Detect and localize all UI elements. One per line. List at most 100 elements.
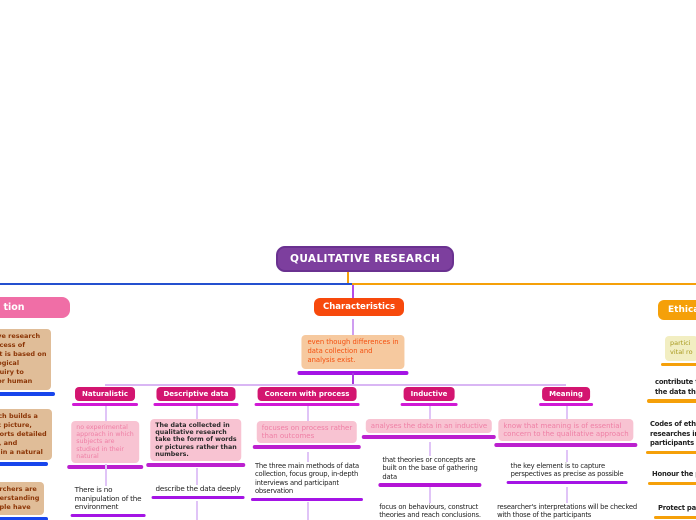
underline: [494, 443, 638, 447]
definition-note-3-text[interactable]: archers are derstanding ople have: [0, 482, 45, 516]
underline: [70, 513, 146, 518]
connector: [566, 450, 568, 462]
underline: [297, 370, 409, 375]
descriptive-detail: describe the data deeply: [151, 484, 245, 500]
connector: [307, 452, 309, 462]
inductive-detail-text[interactable]: that theories or concepts are built on t…: [382, 456, 478, 481]
ethical-item-4: Protect part: [654, 504, 696, 520]
meaning-extra-text[interactable]: researcher's interpretations will be che…: [497, 503, 637, 520]
connector: [196, 501, 198, 520]
topic-meaning: Meaning: [539, 387, 593, 406]
connector-characteristics-stub: [352, 285, 354, 298]
naturalistic-detail: There is no manipulation of the environm…: [70, 485, 146, 518]
connector-tree: [105, 384, 566, 386]
process-note-text[interactable]: focuses on process rather than outcomes: [256, 421, 358, 444]
connector: [352, 373, 354, 384]
descriptive-detail-text[interactable]: describe the data deeply: [155, 484, 241, 493]
underline: [506, 480, 628, 485]
connector: [105, 464, 107, 486]
meaning-detail-text[interactable]: the key element is to capture perspectiv…: [510, 462, 624, 479]
connector: [566, 487, 568, 503]
branch-characteristics[interactable]: Characteristics: [314, 298, 405, 316]
underline: [400, 403, 458, 406]
underline: [254, 403, 360, 406]
definition-note-2: rch builds a ic picture, ports detailed …: [0, 409, 52, 467]
topic-inductive: Inductive: [400, 387, 458, 406]
ethical-item-3: Honour the p: [648, 470, 696, 486]
descriptive-note: The data collected in qualitative resear…: [146, 419, 246, 467]
topic-naturalistic-label[interactable]: Naturalistic: [75, 387, 135, 401]
connector-main-blue: [0, 283, 352, 285]
connector: [429, 487, 431, 503]
ethical-item-4-text[interactable]: Protect part: [658, 504, 696, 512]
naturalistic-note: no experimental approach in which subjec…: [67, 421, 143, 469]
connector-main-orange: [352, 283, 696, 285]
ethical-item-2-text[interactable]: Codes of ethi researches in participants: [650, 420, 696, 448]
underline: [0, 391, 56, 396]
definition-note-2-text[interactable]: rch builds a ic picture, ports detailed …: [0, 409, 52, 461]
underline: [250, 497, 364, 502]
process-detail: The three main methods of data collectio…: [250, 462, 364, 502]
underline: [654, 515, 696, 520]
naturalistic-detail-text[interactable]: There is no manipulation of the environm…: [74, 485, 142, 512]
topic-concern-with-process: Concern with process: [254, 387, 360, 406]
underline: [539, 403, 593, 406]
underline: [153, 403, 239, 406]
meaning-note: know that meaning is of essential concer…: [494, 419, 638, 447]
underline: [647, 399, 696, 403]
characteristics-note: even though differences in data collecti…: [297, 335, 409, 375]
underline: [146, 463, 246, 467]
connector: [105, 406, 107, 421]
meaning-extra: researcher's interpretations will be che…: [497, 503, 637, 520]
topic-meaning-label[interactable]: Meaning: [542, 387, 590, 401]
underline: [661, 362, 696, 367]
root-topic[interactable]: QUALITATIVE RESEARCH: [276, 246, 455, 272]
connector: [566, 406, 568, 419]
connector: [352, 319, 354, 336]
characteristics-note-text[interactable]: even though differences in data collecti…: [301, 335, 405, 369]
connector: [429, 442, 431, 456]
inductive-extra: focus on behaviours, construct theories …: [379, 503, 481, 520]
connector: [429, 406, 431, 419]
descriptive-note-text[interactable]: The data collected in qualitative resear…: [150, 419, 242, 462]
underline: [151, 495, 245, 500]
process-note: focuses on process rather than outcomes: [252, 421, 362, 449]
connector: [307, 406, 309, 421]
definition-note-3: archers are derstanding ople have: [0, 482, 49, 520]
topic-naturalistic: Naturalistic: [72, 387, 138, 406]
ethical-item-1: contribute to the data the: [647, 378, 696, 403]
connector-root-stub: [347, 272, 349, 283]
branch-definition[interactable]: tion: [0, 297, 70, 318]
branch-ethical[interactable]: Ethical c: [658, 300, 696, 320]
underline: [0, 517, 49, 520]
connector: [307, 502, 309, 520]
underline: [0, 462, 48, 467]
underline: [378, 483, 482, 487]
underline: [72, 403, 138, 406]
topic-inductive-label[interactable]: Inductive: [403, 387, 455, 401]
ethical-item-2: Codes of ethi researches in participants: [646, 420, 696, 455]
inductive-extra-text[interactable]: focus on behaviours, construct theories …: [379, 503, 481, 520]
inductive-detail: that theories or concepts are built on t…: [378, 456, 482, 487]
topic-descriptive-data: Descriptive data: [153, 387, 239, 406]
underline: [252, 445, 362, 449]
underline: [646, 450, 696, 455]
connector: [196, 406, 198, 419]
topic-concern-with-process-label[interactable]: Concern with process: [257, 387, 357, 401]
ethical-item-3-text[interactable]: Honour the p: [652, 470, 696, 478]
underline: [361, 435, 497, 439]
meaning-note-text[interactable]: know that meaning is of essential concer…: [498, 419, 634, 442]
connector: [196, 468, 198, 485]
naturalistic-note-text[interactable]: no experimental approach in which subjec…: [71, 421, 139, 464]
topic-descriptive-data-label[interactable]: Descriptive data: [156, 387, 236, 401]
inductive-note: analyses the data in an inductive: [361, 419, 497, 439]
ethical-note: partici vital ro: [661, 336, 696, 367]
definition-note-1: ive research ocess of at is based on log…: [0, 329, 56, 396]
ethical-note-text[interactable]: partici vital ro: [665, 336, 696, 361]
ethical-item-1-text[interactable]: contribute to the data the: [655, 378, 696, 396]
inductive-note-text[interactable]: analyses the data in an inductive: [365, 419, 493, 434]
definition-note-1-text[interactable]: ive research ocess of at is based on log…: [0, 329, 52, 390]
process-detail-text[interactable]: The three main methods of data collectio…: [254, 462, 360, 496]
underline: [648, 481, 696, 486]
